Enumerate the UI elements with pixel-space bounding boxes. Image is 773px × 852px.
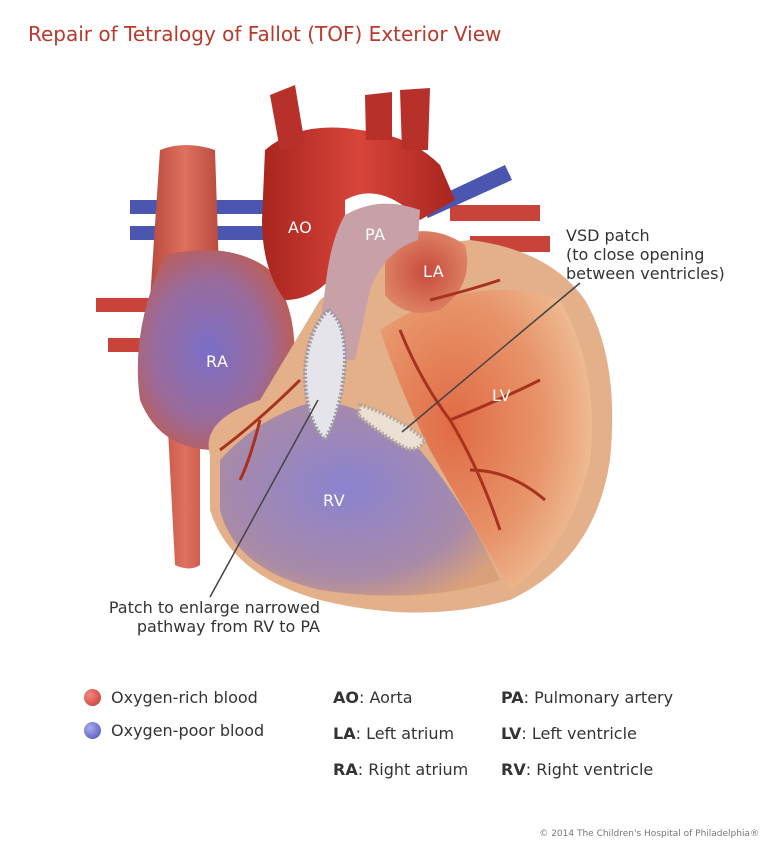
rv-patch-callout: Patch to enlarge narrowed pathway from R… [70, 598, 320, 636]
vsd-leader-line [401, 282, 581, 433]
aorta-shape [262, 127, 455, 300]
coronary-vessels [219, 278, 546, 531]
abbr-ao: AO: Aorta [333, 688, 413, 707]
vsd-patch-callout: VSD patch (to close opening between vent… [566, 226, 725, 283]
vsd-callout-line-1: VSD patch [566, 226, 650, 245]
red-dot-icon [84, 689, 101, 706]
page-title: Repair of Tetralogy of Fallot (TOF) Exte… [28, 22, 502, 46]
abbr-rv: RV: Right ventricle [501, 760, 654, 779]
rv-callout-line-2: pathway from RV to PA [136, 617, 320, 636]
pulmonary-artery-shape [315, 203, 420, 360]
label-la: LA [423, 262, 445, 281]
abbr-la: LA: Left atrium [333, 724, 455, 743]
legend-poor-label: Oxygen-poor blood [111, 721, 265, 740]
legend-rich: Oxygen-rich blood [84, 688, 258, 707]
abbr-pa: PA: Pulmonary artery [501, 688, 674, 707]
abbr-ra: RA: Right atrium [333, 760, 469, 779]
vsd-callout-line-3: between ventricles) [566, 264, 725, 283]
rv-callout-line-1: Patch to enlarge narrowed [108, 598, 320, 617]
abbr-lv: LV: Left ventricle [501, 724, 637, 743]
left-atrium-shape [385, 231, 468, 313]
label-pa: PA [365, 225, 386, 244]
label-ra: RA [206, 352, 229, 371]
label-ao: AO [288, 218, 313, 237]
legend-rich-label: Oxygen-rich blood [111, 688, 258, 707]
legend-poor: Oxygen-poor blood [84, 721, 264, 740]
right-atrium-shape [137, 250, 295, 450]
rv-outflow-patch [302, 307, 348, 444]
right-ventricle-shape [220, 400, 500, 596]
vsd-callout-line-2: (to close opening [566, 245, 705, 264]
label-rv: RV [323, 491, 346, 510]
label-lv: LV [492, 386, 512, 405]
rv-patch-leader-line [209, 399, 319, 598]
left-ventricle-shape [380, 290, 592, 590]
blue-dot-icon [84, 722, 101, 739]
copyright: © 2014 The Children's Hospital of Philad… [539, 829, 759, 839]
vsd-patch [355, 402, 428, 451]
